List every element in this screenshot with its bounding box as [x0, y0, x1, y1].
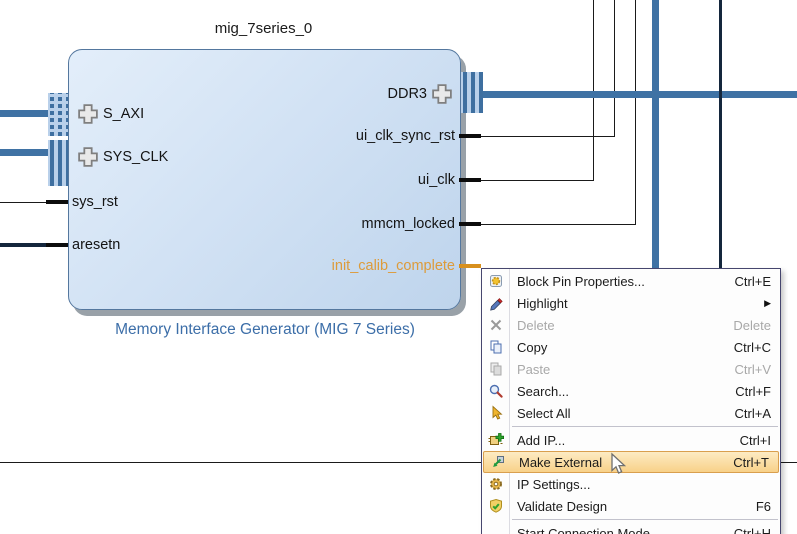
wire-ui-clk-vertical[interactable]: [593, 0, 594, 181]
s-axi-interface-connector[interactable]: [48, 93, 68, 136]
port-ui-clk[interactable]: ui_clk: [418, 169, 455, 191]
delete-icon: [482, 317, 510, 333]
menu-item-start-connection-mode[interactable]: Start Connection Mode Ctrl+H: [517, 525, 771, 534]
port-sys-clk[interactable]: SYS_CLK: [78, 146, 168, 168]
menu-item-ip-settings[interactable]: IP Settings...: [482, 473, 780, 495]
wire-mmcm-locked-vertical[interactable]: [635, 0, 636, 225]
context-menu: Block Pin Properties... Ctrl+E Highlight…: [481, 268, 781, 534]
paste-icon: [482, 361, 510, 377]
wire-navy-vertical[interactable]: [719, 0, 722, 268]
ddr3-interface-connector[interactable]: [461, 72, 483, 113]
port-label: sys_rst: [72, 194, 118, 210]
add-ip-icon: [482, 432, 510, 448]
port-label: ui_clk: [417, 172, 455, 188]
menu-item-make-external[interactable]: Make External Ctrl+T: [483, 451, 779, 473]
port-sys-rst[interactable]: sys_rst: [72, 191, 118, 213]
port-label: SYS_CLK: [103, 149, 169, 165]
copy-icon: [482, 339, 510, 355]
menu-item-validate-design[interactable]: Validate Design F6: [482, 495, 780, 517]
wire-ui-clk-sync-rst-vertical[interactable]: [614, 0, 615, 137]
search-icon: [482, 383, 510, 399]
select-all-icon: [482, 405, 510, 421]
pin-stub-aresetn[interactable]: [46, 243, 68, 247]
wire-ui-clk-horizontal[interactable]: [481, 180, 594, 181]
menu-item-search[interactable]: Search... Ctrl+F: [482, 380, 780, 402]
block-instance-name: mig_7series_0: [214, 20, 313, 37]
port-init-calib-complete[interactable]: init_calib_complete: [332, 255, 455, 277]
menu-item-paste: Paste Ctrl+V: [482, 358, 780, 380]
wire-bottom-horizontal[interactable]: [0, 462, 797, 463]
wire-ui-clk-sync-rst-horizontal[interactable]: [481, 136, 615, 137]
submenu-arrow-icon: ▶: [764, 297, 771, 308]
port-label: DDR3: [387, 86, 427, 102]
port-aresetn[interactable]: aresetn: [72, 234, 120, 256]
properties-icon: [482, 273, 510, 289]
wire-sys-clk-bus[interactable]: [0, 149, 50, 156]
interface-plus-icon[interactable]: [78, 147, 98, 167]
make-external-icon: [484, 454, 512, 470]
highlight-icon: [482, 295, 510, 311]
wire-aresetn[interactable]: [0, 243, 48, 247]
port-ddr3[interactable]: DDR3: [388, 83, 452, 105]
mouse-cursor-icon: [606, 452, 627, 481]
wire-ddr3-bus[interactable]: [482, 91, 797, 98]
port-label: S_AXI: [103, 106, 145, 122]
wire-sys-rst[interactable]: [0, 202, 48, 203]
port-label: init_calib_complete: [331, 258, 455, 274]
port-ui-clk-sync-rst[interactable]: ui_clk_sync_rst: [356, 125, 455, 147]
ip-settings-icon: [482, 476, 510, 492]
pin-stub-sys-rst[interactable]: [46, 200, 68, 204]
menu-item-highlight[interactable]: Highlight ▶: [482, 292, 780, 314]
menu-item-select-all[interactable]: Select All Ctrl+A: [482, 402, 780, 424]
pin-stub-ui-clk-sync-rst[interactable]: [459, 134, 481, 138]
menu-item-delete: Delete Delete: [482, 314, 780, 336]
interface-plus-icon[interactable]: [432, 84, 452, 104]
menu-item-add-ip[interactable]: Add IP... Ctrl+I: [482, 429, 780, 451]
block-type-label: Memory Interface Generator (MIG 7 Series…: [115, 321, 415, 338]
port-label: ui_clk_sync_rst: [355, 128, 455, 144]
pin-stub-ui-clk[interactable]: [459, 178, 481, 182]
ip-block-mig-7series[interactable]: [68, 49, 461, 310]
menu-separator: [512, 519, 778, 520]
menu-separator: [512, 426, 778, 427]
menu-item-copy[interactable]: Copy Ctrl+C: [482, 336, 780, 358]
port-label: aresetn: [72, 237, 121, 253]
port-s-axi[interactable]: S_AXI: [78, 103, 144, 125]
wire-s-axi-bus[interactable]: [0, 110, 50, 117]
port-mmcm-locked[interactable]: mmcm_locked: [362, 213, 455, 235]
wire-bus-vertical[interactable]: [652, 0, 659, 268]
menu-item-block-pin-properties[interactable]: Block Pin Properties... Ctrl+E: [482, 270, 780, 292]
wire-mmcm-locked-horizontal[interactable]: [481, 224, 636, 225]
sys-clk-interface-connector[interactable]: [48, 140, 68, 186]
port-label: mmcm_locked: [361, 216, 455, 232]
validate-design-icon: [482, 498, 510, 514]
pin-stub-mmcm-locked[interactable]: [459, 222, 481, 226]
interface-plus-icon[interactable]: [78, 104, 98, 124]
pin-stub-init-calib-complete[interactable]: [459, 264, 481, 268]
